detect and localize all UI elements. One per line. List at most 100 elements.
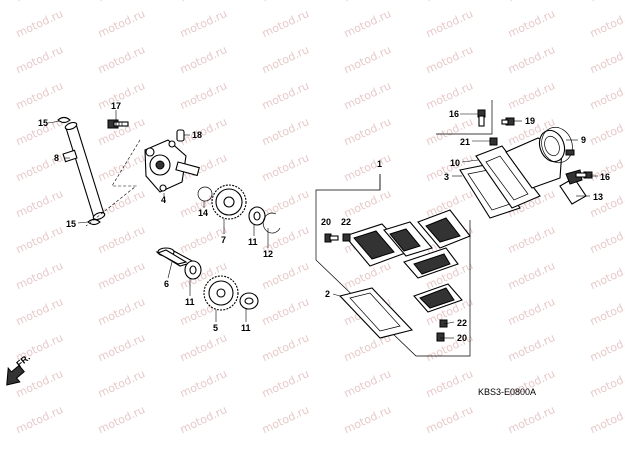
watermark-text: motod.ru xyxy=(178,403,229,436)
part-label-11-mid: 11 xyxy=(185,297,195,307)
watermark-text: motod.ru xyxy=(588,403,625,436)
gear-part-5 xyxy=(203,275,239,311)
diagram-code: KBS3-E0800A xyxy=(478,387,536,397)
watermark-text: motod.ru xyxy=(260,43,311,76)
watermark-text: motod.ru xyxy=(342,187,393,220)
washer-part-11-upper xyxy=(248,206,266,226)
gasket-part-2 xyxy=(338,287,414,339)
watermark-text: motod.ru xyxy=(178,367,229,400)
watermark-text: motod.ru xyxy=(260,295,311,328)
watermark-text: motod.ru xyxy=(96,223,147,256)
watermark-text: motod.ru xyxy=(588,79,625,112)
watermark-text: motod.ru xyxy=(588,223,625,256)
watermark-text: motod.ru xyxy=(588,7,625,40)
watermark-text: motod.ru xyxy=(14,187,65,220)
watermark-text: motod.ru xyxy=(506,7,557,40)
watermark-text: motod.ru xyxy=(14,0,65,4)
watermark-text: motod.ru xyxy=(260,115,311,148)
watermark-text: motod.ru xyxy=(506,259,557,292)
watermark-text: motod.ru xyxy=(260,79,311,112)
watermark-text: motod.ru xyxy=(588,295,625,328)
watermark-text: motod.ru xyxy=(178,43,229,76)
circlip-part-14 xyxy=(197,186,213,202)
watermark-text: motod.ru xyxy=(588,367,625,400)
watermark-text: motod.ru xyxy=(588,115,625,148)
hose-part xyxy=(62,121,106,221)
pin-part-18 xyxy=(176,129,185,142)
part-label-13: 13 xyxy=(593,192,603,202)
watermark-text: motod.ru xyxy=(96,43,147,76)
nut-part-21 xyxy=(489,137,498,146)
watermark-text: motod.ru xyxy=(342,151,393,184)
watermark-text: motod.ru xyxy=(342,7,393,40)
watermark-text: motod.ru xyxy=(424,7,475,40)
part-label-11-upper: 11 xyxy=(248,237,258,247)
part-label-3: 3 xyxy=(444,172,449,182)
part-label-21: 21 xyxy=(460,137,470,147)
pump-body-part xyxy=(144,139,200,193)
bolt-part-16-right xyxy=(575,171,593,179)
part-label-9: 9 xyxy=(581,135,586,145)
watermark-text: motod.ru xyxy=(506,403,557,436)
part-label-10: 10 xyxy=(450,158,460,168)
watermark-text: motod.ru xyxy=(342,79,393,112)
clip-part-top xyxy=(57,116,71,124)
watermark-text: motod.ru xyxy=(96,259,147,292)
part-label-2: 2 xyxy=(325,289,330,299)
part-label-22-upper: 22 xyxy=(341,217,351,227)
watermark-text: motod.ru xyxy=(178,7,229,40)
watermark-text: motod.ru xyxy=(342,0,393,4)
clip-part-bottom xyxy=(87,218,101,226)
watermark-text: motod.ru xyxy=(588,43,625,76)
part-label-7: 7 xyxy=(221,235,226,245)
watermark-text: motod.ru xyxy=(342,115,393,148)
part-label-8: 8 xyxy=(54,153,59,163)
watermark-text: motod.ru xyxy=(424,331,475,364)
gear-part-7 xyxy=(211,184,247,220)
watermark-text: motod.ru xyxy=(178,0,229,4)
watermark-text: motod.ru xyxy=(260,7,311,40)
watermark-text: motod.ru xyxy=(14,7,65,40)
watermark-text: motod.ru xyxy=(588,331,625,364)
part-label-12: 12 xyxy=(263,249,273,259)
watermark-text: motod.ru xyxy=(96,403,147,436)
bolt-part-16-top xyxy=(477,109,486,127)
watermark-text: motod.ru xyxy=(342,43,393,76)
circlip-part-12 xyxy=(262,212,281,234)
part-label-19: 19 xyxy=(525,116,535,126)
watermark-text: motod.ru xyxy=(178,115,229,148)
watermark-text: motod.ru xyxy=(178,331,229,364)
part-label-18: 18 xyxy=(192,130,202,140)
bolt-part-17 xyxy=(107,119,129,129)
part-label-14: 14 xyxy=(198,208,208,218)
part-label-17: 17 xyxy=(111,101,121,111)
watermark-text: motod.ru xyxy=(96,295,147,328)
part-label-22-lower: 22 xyxy=(457,318,467,328)
nut-part-22-upper xyxy=(342,233,351,242)
watermark-text: motod.ru xyxy=(260,259,311,292)
watermark-text: motod.ru xyxy=(14,403,65,436)
washer-part-11-mid xyxy=(184,260,202,280)
watermark-text: motod.ru xyxy=(96,115,147,148)
watermark-text: motod.ru xyxy=(424,403,475,436)
watermark-text: motod.ru xyxy=(260,367,311,400)
reed-cage-part xyxy=(344,209,471,313)
watermark-text: motod.ru xyxy=(506,79,557,112)
watermark-text: motod.ru xyxy=(14,79,65,112)
part-label-11-lower: 11 xyxy=(241,323,251,333)
watermark-text: motod.ru xyxy=(14,43,65,76)
watermark-text: motod.ru xyxy=(588,0,625,4)
part-label-20-upper: 20 xyxy=(321,217,331,227)
bolt-part-20-upper xyxy=(324,233,339,243)
bolt-part-20-lower xyxy=(436,332,445,342)
part-label-6: 6 xyxy=(164,279,169,289)
watermark-text: motod.ru xyxy=(260,403,311,436)
part-label-15-bottom: 15 xyxy=(66,219,76,229)
part-label-20-lower: 20 xyxy=(457,333,467,343)
leader-lines xyxy=(47,110,598,339)
watermark-text: motod.ru xyxy=(424,43,475,76)
part-label-16-right: 16 xyxy=(600,172,610,182)
watermark-text: motod.ru xyxy=(96,151,147,184)
watermark-text: motod.ru xyxy=(424,79,475,112)
